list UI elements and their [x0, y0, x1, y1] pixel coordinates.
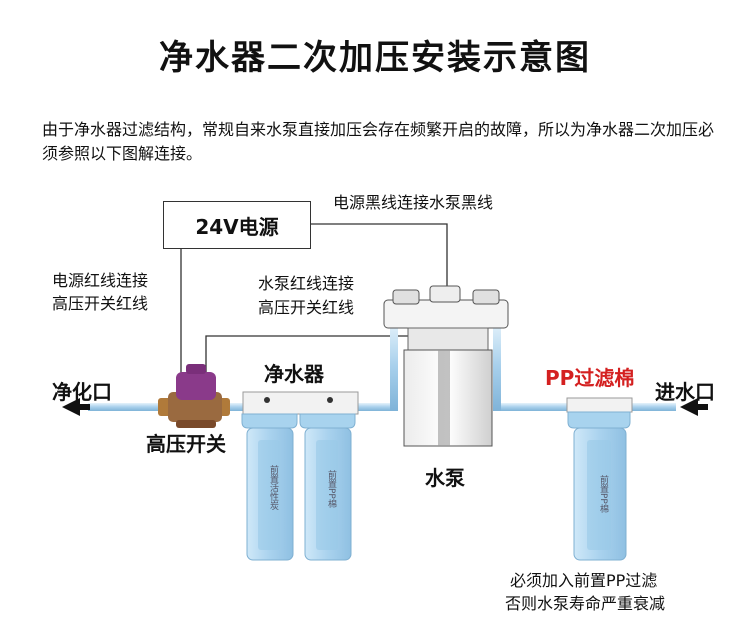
pressure-switch-label: 高压开关: [146, 432, 226, 456]
inlet-label: 进水口: [655, 380, 715, 404]
right-pp-filter-label: 前置PP棉: [598, 475, 608, 513]
pump-red-wire-note-2: 高压开关红线: [258, 298, 355, 317]
pp-filter-label: 前置PP棉: [326, 470, 336, 508]
pp-filter-title: PP过滤棉: [545, 366, 635, 390]
page-title: 净水器二次加压安装示意图: [159, 38, 591, 78]
purifier-filters: [241, 391, 359, 561]
power-red-wire-note-1: 电源红线连接: [52, 271, 149, 290]
intro-text: 由于净水器过滤结构，常规自来水泵直接加压会存在频繁开启的故障，所以为净水器二次加…: [42, 120, 715, 163]
warning-note-1: 必须加入前置PP过滤: [510, 571, 658, 590]
pump-red-wire-note-1: 水泵红线连接: [258, 274, 355, 293]
carbon-filter-label: 前置活性炭: [268, 465, 278, 510]
power-supply-box: 24V电源: [163, 201, 311, 249]
power-supply-label: 24V电源: [195, 214, 279, 239]
pump-to-pp-pipe: [501, 403, 573, 411]
pump-label: 水泵: [425, 466, 465, 490]
purifier-label: 净水器: [264, 362, 324, 386]
power-red-wire-note-2: 高压开关红线: [52, 294, 149, 313]
black-wire-note: 电源黑线连接水泵黑线: [333, 193, 494, 212]
switch-to-filter-pipe: [225, 403, 250, 411]
pressure-switch: [158, 364, 230, 428]
filter-to-pump-pipe: [355, 403, 390, 411]
black-wire: [309, 223, 448, 300]
inlet-pipe: [628, 403, 676, 411]
pump: [383, 285, 509, 447]
inlet-arrow-icon: [680, 398, 698, 416]
pipes: [88, 320, 676, 411]
pump-right-riser: [493, 320, 501, 411]
outlet-arrow-icon: [62, 398, 80, 416]
outlet-pipe: [88, 403, 168, 411]
outlet-label: 净化口: [52, 380, 112, 404]
warning-note-2: 否则水泵寿命严重衰减: [505, 594, 666, 613]
pp-filter-housing: [566, 397, 633, 561]
pump-left-riser: [390, 320, 398, 411]
